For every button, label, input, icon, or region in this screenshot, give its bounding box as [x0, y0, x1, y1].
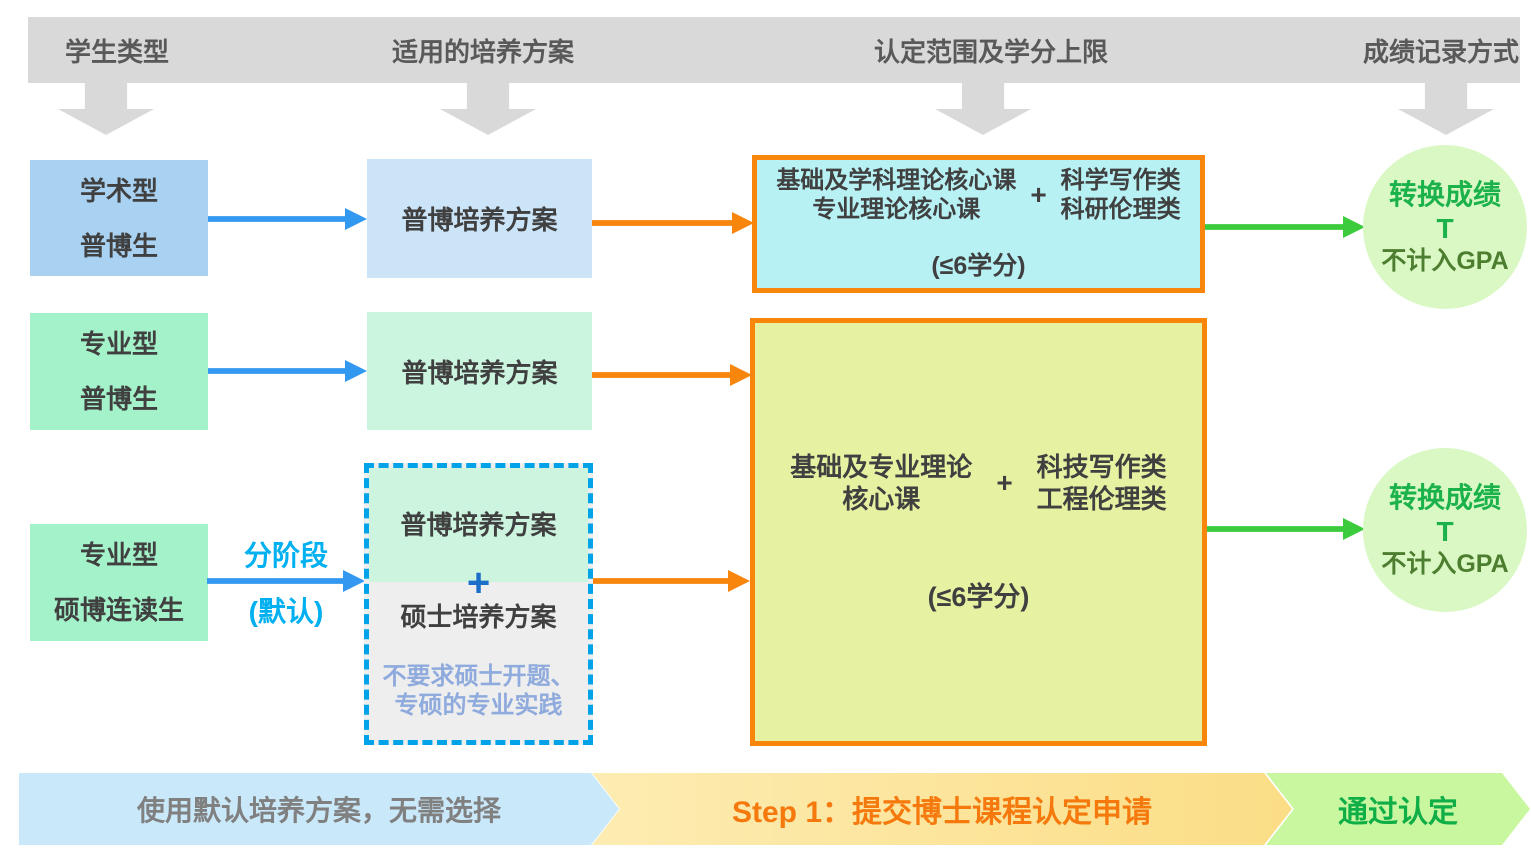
- credit-limit-label: (≤6学分): [931, 252, 1026, 280]
- header-label-grade-recording: 成绩记录方式: [1362, 36, 1520, 67]
- stage-arrow-label-bottom: (默认): [248, 596, 324, 627]
- footer-step-default-label: 使用默认培养方案，无需选择: [136, 795, 501, 826]
- student-box-academic: 学术型 普博生: [30, 160, 208, 276]
- header-label-applicable-plan: 适用的培养方案: [391, 36, 575, 67]
- right-arrow-icon: [593, 570, 750, 592]
- footer-step-default: 使用默认培养方案，无需选择: [19, 773, 619, 845]
- recognition-right-line1: 科学写作类: [1060, 167, 1181, 194]
- recognition-box-shared: 基础及专业理论 核心课 + 科技写作类 工程伦理类 (≤6学分): [750, 318, 1207, 746]
- footer-step-passed-label: 通过认定: [1338, 796, 1458, 829]
- plus-icon: +: [1030, 179, 1047, 210]
- grade-line3: 不计入GPA: [1381, 246, 1509, 275]
- recognition-left-line1: 基础及学科理论核心课: [776, 167, 1017, 194]
- credit-limit-label: (≤6学分): [927, 581, 1030, 612]
- combined-plan-note: 不要求硕士开题、 专硕的专业实践: [369, 662, 588, 720]
- stage-arrow-label-top: 分阶段: [243, 540, 329, 571]
- down-arrow-icon: [440, 83, 536, 135]
- student-box-successive-line1: 专业型: [79, 540, 158, 570]
- down-arrow-icon: [1398, 83, 1494, 135]
- recognition-left-group: 基础及专业理论 核心课: [790, 451, 972, 515]
- recognition-left-line2: 核心课: [842, 483, 921, 514]
- recognition-right-line1: 科技写作类: [1036, 451, 1167, 482]
- grade-line3: 不计入GPA: [1381, 549, 1509, 578]
- footer-step-passed: 通过认定: [1266, 773, 1530, 845]
- grade-line1: 转换成绩: [1388, 481, 1501, 513]
- combined-plan-box: 普博培养方案 + 硕士培养方案 不要求硕士开题、 专硕的专业实践: [364, 463, 593, 745]
- right-arrow-icon: [592, 364, 752, 386]
- combined-plan-note-line1: 不要求硕士开题、: [382, 663, 575, 690]
- recognition-left-group: 基础及学科理论核心课 专业理论核心课: [776, 166, 1016, 224]
- recognition-courses-row: 基础及专业理论 核心课 + 科技写作类 工程伦理类: [790, 451, 1166, 515]
- grade-line2: T: [1436, 515, 1454, 547]
- recognition-courses-row: 基础及学科理论核心课 专业理论核心课 + 科学写作类 科研伦理类: [776, 166, 1180, 224]
- header-label-student-type: 学生类型: [64, 36, 170, 67]
- right-arrow-icon: [1205, 216, 1365, 238]
- plus-icon: +: [996, 466, 1013, 498]
- student-box-professional: 专业型 普博生: [30, 313, 208, 430]
- header-label-recognition-scope: 认定范围及学分上限: [873, 36, 1109, 67]
- down-arrow-icon: [58, 83, 154, 135]
- student-box-professional-line2: 普博生: [79, 384, 158, 414]
- recognition-box-academic: 基础及学科理论核心课 专业理论核心课 + 科学写作类 科研伦理类 (≤6学分): [752, 155, 1205, 293]
- recognition-right-line2: 科研伦理类: [1060, 196, 1181, 223]
- student-box-successive-line2: 硕博连读生: [53, 595, 184, 625]
- right-arrow-icon: [208, 360, 367, 382]
- right-arrow-icon: [592, 212, 754, 234]
- student-box-academic-line1: 学术型: [79, 175, 158, 206]
- recognition-right-group: 科学写作类 科研伦理类: [1061, 166, 1181, 224]
- combined-plan-top-section: [369, 468, 588, 582]
- plan-box-professional: 普博培养方案: [367, 312, 592, 430]
- combined-plan-bottom-label: 硕士培养方案: [400, 602, 557, 632]
- footer-step-1: Step 1：提交博士课程认定申请: [592, 773, 1292, 845]
- recognition-left-line2: 专业理论核心课: [812, 196, 981, 223]
- grade-line2: T: [1436, 212, 1454, 244]
- combined-plan-note-line2: 专硕的专业实践: [394, 692, 563, 719]
- recognition-left-line1: 基础及专业理论: [790, 451, 973, 482]
- grade-line1: 转换成绩: [1388, 178, 1501, 210]
- footer-step-1-label: Step 1：提交博士课程认定申请: [731, 796, 1153, 829]
- combined-plan-top-label: 普博培养方案: [400, 510, 557, 540]
- plan-box-academic: 普博培养方案: [367, 159, 592, 278]
- recognition-right-line2: 工程伦理类: [1036, 483, 1167, 514]
- plus-icon: +: [466, 561, 491, 605]
- right-arrow-icon: [1207, 518, 1365, 540]
- student-box-successive: 专业型 硕博连读生: [30, 524, 208, 641]
- right-arrow-icon: [208, 208, 367, 230]
- down-arrow-icon: [935, 83, 1031, 135]
- student-box-academic-line2: 普博生: [79, 230, 158, 261]
- grade-circle-academic: 转换成绩 T 不计入GPA: [1363, 145, 1527, 309]
- recognition-right-group: 科技写作类 工程伦理类: [1037, 451, 1167, 515]
- header-bar: 学生类型 适用的培养方案 认定范围及学分上限 成绩记录方式: [28, 17, 1520, 83]
- student-box-professional-line1: 专业型: [79, 329, 158, 359]
- grade-circle-successive: 转换成绩 T 不计入GPA: [1363, 448, 1527, 612]
